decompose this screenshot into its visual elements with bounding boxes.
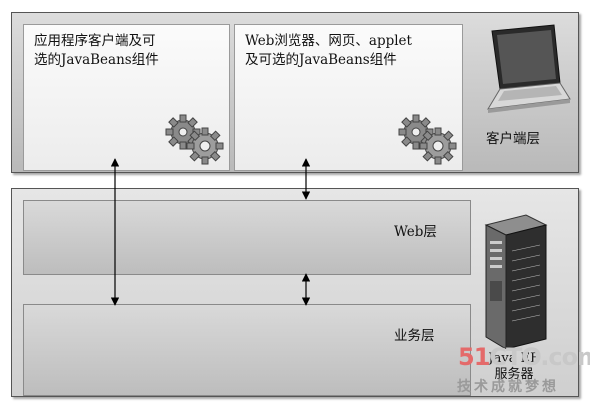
java-ee-server-label: Java EE 服务器	[464, 351, 564, 383]
app-client-line1: 应用程序客户端及可	[34, 33, 156, 49]
gears-icon	[165, 114, 224, 165]
watermark-subtitle: 技术成就梦想	[457, 379, 559, 395]
business-tier-band: 业务层	[23, 304, 471, 396]
watermark-logo-prefix: 51	[458, 343, 490, 371]
business-tier-label: 业务层	[394, 328, 435, 344]
watermark-logo-suffix: .com	[540, 343, 590, 371]
web-tier-label: Web层	[394, 224, 437, 240]
server-label-line2: 服务器	[494, 367, 534, 382]
laptop-icon	[487, 24, 571, 113]
app-client-text: 应用程序客户端及可 选的JavaBeans组件	[34, 32, 221, 70]
java-ee-server-band: Web层 业务层 Java EE 服务器	[11, 188, 579, 397]
web-tier-band: Web层	[23, 200, 471, 275]
web-client-line1: Web浏览器、网页、applet	[245, 33, 412, 49]
web-client-line2: 及可选的JavaBeans组件	[245, 52, 397, 68]
client-tier-label: 客户端层	[486, 131, 540, 147]
app-client-box: 应用程序客户端及可 选的JavaBeans组件	[23, 24, 230, 171]
gears-icon	[398, 114, 457, 165]
app-client-line2: 选的JavaBeans组件	[34, 52, 159, 68]
web-client-box: Web浏览器、网页、applet 及可选的JavaBeans组件	[234, 24, 463, 171]
server-icon	[484, 214, 548, 349]
watermark-logo-main: CTO	[489, 343, 541, 371]
client-tier-band: 应用程序客户端及可 选的JavaBeans组件	[11, 12, 579, 173]
watermark-logo: 51CTO.com	[458, 343, 590, 371]
web-client-text: Web浏览器、网页、applet 及可选的JavaBeans组件	[245, 32, 454, 70]
server-label-line1: Java EE	[488, 351, 540, 366]
